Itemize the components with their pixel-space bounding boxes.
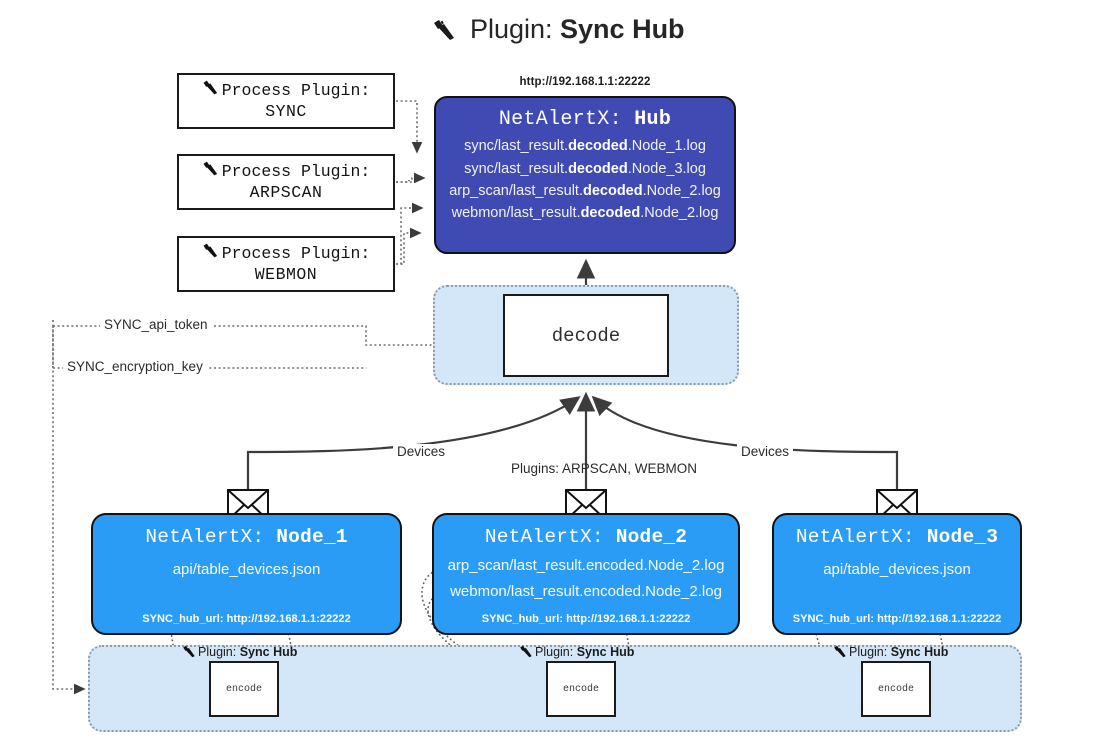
process-plugin-name: ARPSCAN (249, 183, 323, 202)
plug-icon (432, 17, 458, 48)
process-plugin-label: Process Plugin: (221, 161, 371, 181)
plug-icon (519, 645, 534, 661)
plug-icon (202, 161, 220, 182)
sync-encryption-key-label: SYNC_encryption_key (63, 359, 207, 374)
encode-caption: Plugin: Sync Hub (182, 645, 297, 661)
page-title: Plugin: Sync Hub (0, 14, 1117, 48)
node-hub-url: SYNC_hub_url: http://192.168.1.1:22222 (481, 613, 691, 625)
node-box-node-1[interactable]: NetAlertX: Node_1 api/table_devices.json… (91, 513, 402, 635)
hub-url-label: http://192.168.1.1:22222 (519, 76, 651, 88)
node-title: NetAlertX: Node_2 (484, 526, 688, 548)
node-title: NetAlertX: Node_1 (145, 526, 348, 548)
node-title: NetAlertX: Node_3 (795, 526, 999, 548)
encode-caption: Plugin: Sync Hub (833, 645, 948, 661)
encode-caption: Plugin: Sync Hub (519, 645, 634, 661)
plug-icon (833, 645, 848, 661)
devices-right-label: Devices (737, 444, 794, 459)
plug-icon (202, 243, 220, 264)
node-resource-line: api/table_devices.json (172, 561, 321, 578)
encode-box[interactable]: encode (546, 661, 616, 717)
node-box-node-2[interactable]: NetAlertX: Node_2 arp_scan/last_result.e… (432, 513, 740, 635)
process-plugin-name: SYNC (265, 102, 307, 121)
encode-box[interactable]: encode (861, 661, 931, 717)
hub-title: NetAlertX: Hub (436, 108, 734, 131)
process-plugin-name: WEBMON (254, 265, 318, 284)
hub-log-line: arp_scan/last_result.decoded.Node_2.log (449, 183, 721, 199)
process-plugin-label: Process Plugin: (221, 243, 371, 263)
plug-icon (202, 80, 220, 101)
hub-box[interactable]: NetAlertX: Hub sync/last_result.decoded.… (434, 96, 736, 254)
node-resource-line: api/table_devices.json (823, 561, 971, 578)
node-resource-line: webmon/last_result.encoded.Node_2.log (450, 583, 722, 600)
node-box-node-3[interactable]: NetAlertX: Node_3 api/table_devices.json… (772, 513, 1022, 635)
process-plugin-label: Process Plugin: (221, 80, 371, 100)
process-plugin-webmon-box[interactable]: Process Plugin: WEBMON (177, 236, 395, 292)
devices-left-label: Devices (393, 444, 450, 459)
page-title-name: Sync Hub (560, 14, 685, 44)
hub-title-name: Hub (634, 108, 672, 131)
page-title-prefix: Plugin: (469, 14, 553, 44)
decode-box[interactable]: decode (503, 294, 669, 377)
hub-log-line: webmon/last_result.decoded.Node_2.log (451, 205, 719, 221)
process-plugin-sync-box[interactable]: Process Plugin: SYNC (177, 73, 395, 129)
sync-api-token-label: SYNC_api_token (100, 317, 212, 332)
plugins-middle-label: Plugins: ARPSCAN, WEBMON (511, 461, 698, 476)
hub-log-line: sync/last_result.decoded.Node_1.log (464, 138, 706, 154)
node-resource-line: arp_scan/last_result.encoded.Node_2.log (447, 557, 725, 574)
hub-log-line: sync/last_result.decoded.Node_3.log (464, 161, 706, 177)
plug-icon (182, 645, 197, 661)
node-hub-url: SYNC_hub_url: http://192.168.1.1:22222 (142, 613, 351, 625)
hub-title-prefix: NetAlertX: (498, 108, 622, 131)
encode-box[interactable]: encode (209, 661, 279, 717)
node-hub-url: SYNC_hub_url: http://192.168.1.1:22222 (792, 613, 1002, 625)
process-plugin-arpscan-box[interactable]: Process Plugin: ARPSCAN (177, 154, 395, 210)
